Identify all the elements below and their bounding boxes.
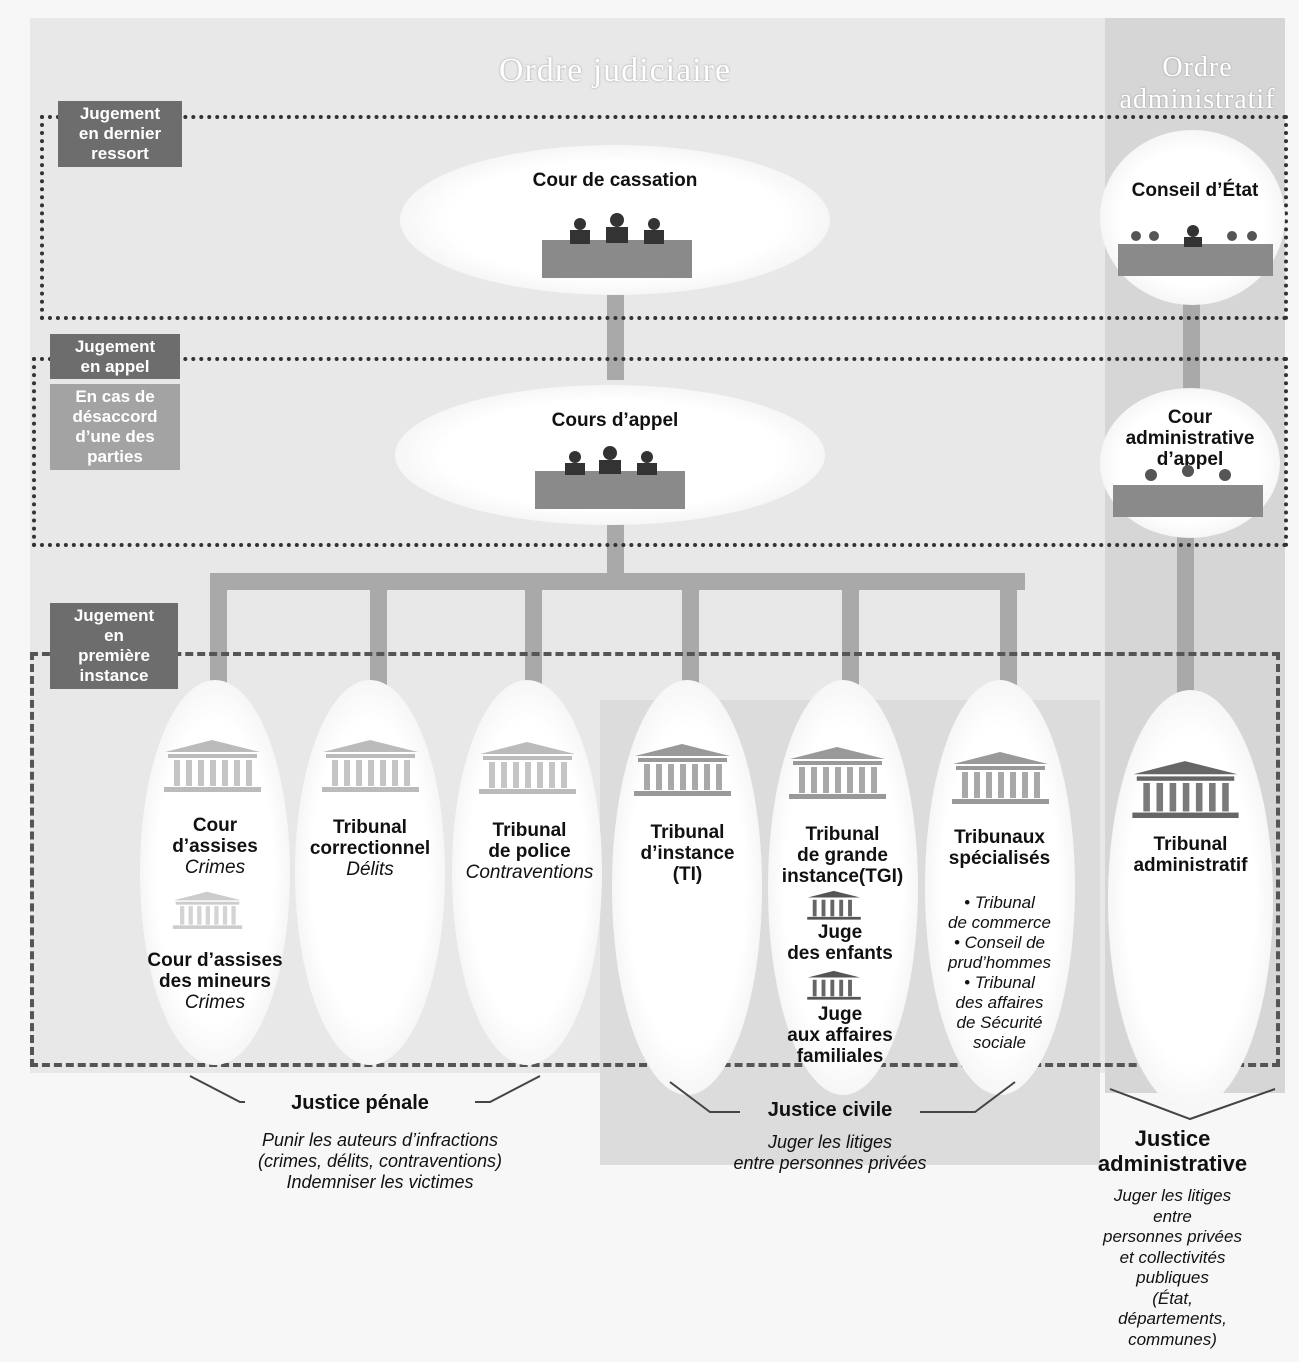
bar-drop-1 bbox=[210, 573, 227, 693]
conseil-etat-label: Conseil d’État bbox=[1131, 180, 1259, 201]
cour-assises-mineurs-label: Cour d’assises des mineurs Crimes bbox=[147, 950, 283, 1013]
tag-appel: Jugement en appel bbox=[50, 334, 180, 379]
cours-appel-label: Cours d’appel bbox=[551, 410, 679, 431]
bar-drop-3 bbox=[525, 573, 542, 693]
tag-dernier-ressort: Jugement en dernier ressort bbox=[58, 101, 182, 167]
juge-affaires-familiales-label: Juge aux affaires familiales bbox=[787, 1004, 893, 1067]
courthouse-icon bbox=[164, 740, 261, 792]
specialises-ellipse bbox=[925, 680, 1075, 1095]
tribunal-administratif-ellipse bbox=[1108, 690, 1273, 1110]
ordre-administratif-header: Ordre administratif bbox=[1119, 52, 1276, 115]
justice-civile-title: Justice civile bbox=[740, 1100, 920, 1121]
bar-horizontal bbox=[210, 573, 1025, 590]
juge-enfants-label: Juge des enfants bbox=[787, 922, 893, 964]
tag-appel-desaccord: En cas de désaccord d’une des parties bbox=[50, 384, 180, 470]
appel-bench-icon bbox=[535, 446, 685, 509]
bar-drop-5 bbox=[842, 573, 859, 693]
courthouse-icon bbox=[952, 752, 1049, 804]
small-courthouse-icon bbox=[807, 890, 861, 920]
cassation-bench-icon bbox=[542, 213, 692, 278]
small-courthouse-icon bbox=[807, 970, 861, 1000]
dernier-ressort-zone bbox=[40, 115, 1288, 320]
tribunaux-specialises-list: • Tribunal de commerce • Conseil de prud… bbox=[948, 893, 1051, 1052]
tribunal-correctionnel-label: Tribunal correctionnel Délits bbox=[309, 817, 431, 880]
courthouse-icon bbox=[789, 747, 886, 799]
tribunal-administratif-label: Tribunal administratif bbox=[1133, 834, 1248, 876]
justice-penale-title: Justice pénale bbox=[245, 1093, 475, 1114]
courthouse-icon bbox=[172, 891, 243, 929]
administrative-brace bbox=[1109, 1088, 1276, 1121]
bar-drop-2 bbox=[370, 573, 387, 693]
justice-civile-desc: Juger les litiges entre personnes privée… bbox=[733, 1132, 927, 1173]
justice-administrative-title: Justice administrative bbox=[1097, 1126, 1248, 1176]
tribunal-instance-label: Tribunal d’instance (TI) bbox=[640, 822, 735, 885]
bar-admin-bottom bbox=[1177, 530, 1194, 700]
appel-zone bbox=[32, 357, 1288, 547]
tag-premiere-instance: Jugement en première instance bbox=[50, 603, 178, 689]
bar-appel-trunk bbox=[607, 510, 624, 585]
tribunal-police-label: Tribunal de police Contraventions bbox=[465, 820, 594, 883]
tgi-label: Tribunal de grande instance(TGI) bbox=[781, 824, 904, 887]
bar-drop-6 bbox=[1000, 573, 1017, 693]
conseil-etat-bench-icon bbox=[1118, 225, 1273, 276]
cour-assises-label: Cour d’assises Crimes bbox=[172, 815, 258, 878]
bar-cassation-appel bbox=[607, 280, 624, 380]
caa-bench-icon bbox=[1113, 465, 1263, 517]
caa-label: Cour administrative d’appel bbox=[1125, 407, 1255, 470]
courthouse-icon bbox=[634, 744, 731, 796]
conseil-etat-ellipse bbox=[1100, 130, 1285, 305]
cour-cassation-label: Cour de cassation bbox=[532, 170, 698, 191]
ordre-judiciaire-header: Ordre judiciaire bbox=[498, 52, 732, 89]
bar-admin-top bbox=[1183, 285, 1200, 395]
justice-administrative-desc: Juger les litiges entre personnes privée… bbox=[1103, 1186, 1242, 1349]
justice-penale-desc: Punir les auteurs d’infractions (crimes,… bbox=[257, 1130, 503, 1192]
bar-drop-4 bbox=[682, 573, 699, 693]
courthouse-icon bbox=[322, 740, 419, 792]
tribunaux-specialises-label: Tribunaux spécialisés bbox=[948, 827, 1051, 869]
courthouse-icon bbox=[479, 742, 576, 794]
courthouse-icon bbox=[1132, 761, 1239, 819]
